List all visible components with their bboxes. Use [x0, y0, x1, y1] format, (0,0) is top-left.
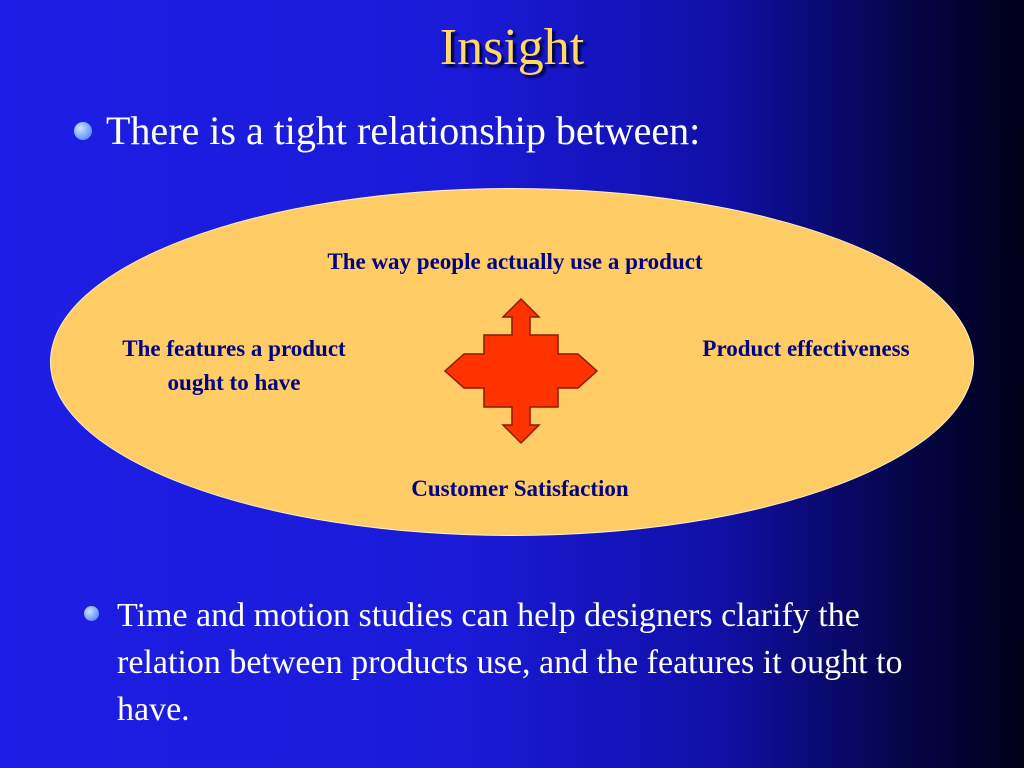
diagram-label-right: Product effectiveness [702, 336, 910, 361]
bullet-icon [74, 122, 92, 140]
four-way-arrow-icon [443, 297, 599, 445]
bullet-item-1: There is a tight relationship between: [74, 108, 974, 154]
bullet-text-2: Time and motion studies can help designe… [117, 597, 903, 728]
bullet-icon [84, 606, 99, 621]
diagram-label-top: The way people actually use a product [327, 249, 703, 274]
bullet-text-1: There is a tight relationship between: [106, 108, 701, 153]
slide-title: Insight [439, 19, 585, 76]
bullet-item-2: Time and motion studies can help designe… [84, 592, 944, 733]
diagram-label-bottom: Customer Satisfaction [411, 476, 629, 501]
diagram-label-left: The features a product ought to have [122, 336, 346, 395]
